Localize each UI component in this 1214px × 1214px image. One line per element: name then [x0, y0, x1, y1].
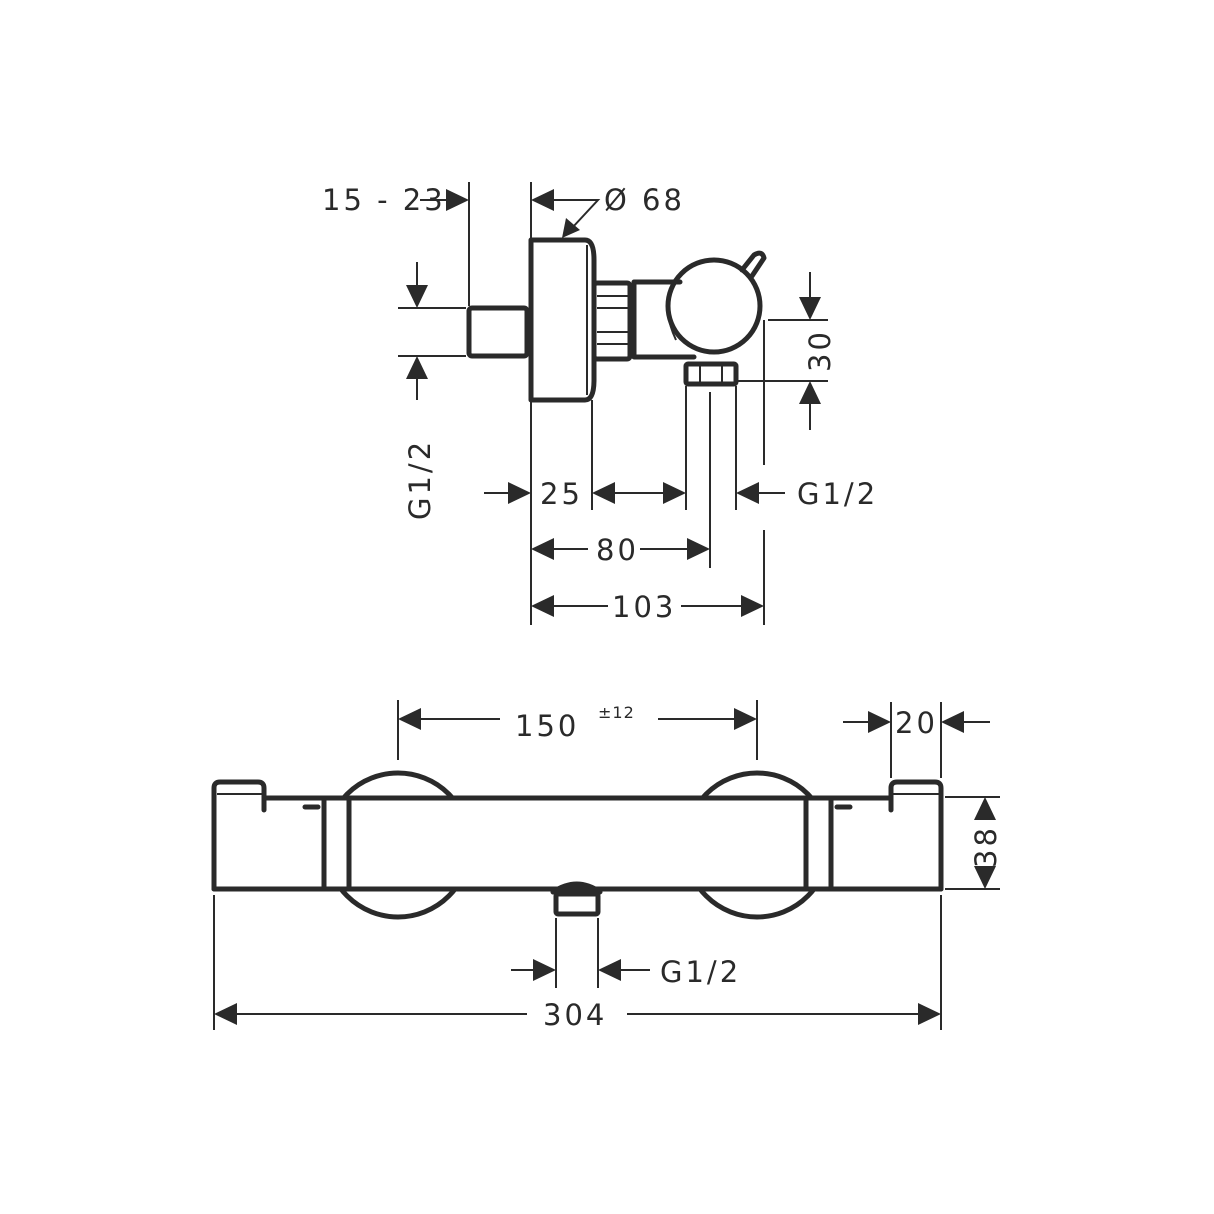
dim-38: 38 [969, 825, 1003, 868]
valve-body [631, 279, 697, 360]
dim-outlet-thread: G1/2 [797, 477, 878, 511]
dim-103: 103 [612, 590, 676, 624]
dim-overall-width: 304 [543, 998, 607, 1032]
dim-centers-value: 150 [515, 709, 579, 743]
front-view: 150 ±12 20 38 G1/2 304 [211, 700, 1003, 1032]
outlet-nut [683, 361, 739, 387]
union-nut [591, 280, 633, 362]
side-view: 15 - 23 Ø 68 G1/2 30 25 G1/2 80 [322, 182, 878, 625]
dim-height-30: 30 [803, 329, 837, 372]
dim-inlet-thread: G1/2 [403, 439, 437, 520]
dim-centers-tolerance: ±12 [598, 703, 635, 722]
dim-rosette-diameter: Ø 68 [604, 183, 685, 217]
dim-outlet-thread: G1/2 [660, 955, 741, 989]
inlet-connector [466, 305, 530, 359]
rosette [528, 237, 597, 403]
thermostat-handle [665, 257, 763, 355]
dim-25: 25 [540, 477, 583, 511]
bottom-outlet [553, 891, 601, 917]
dim-80: 80 [596, 533, 639, 567]
dim-20: 20 [895, 706, 938, 740]
dim-wall-offset: 15 - 23 [322, 183, 446, 217]
